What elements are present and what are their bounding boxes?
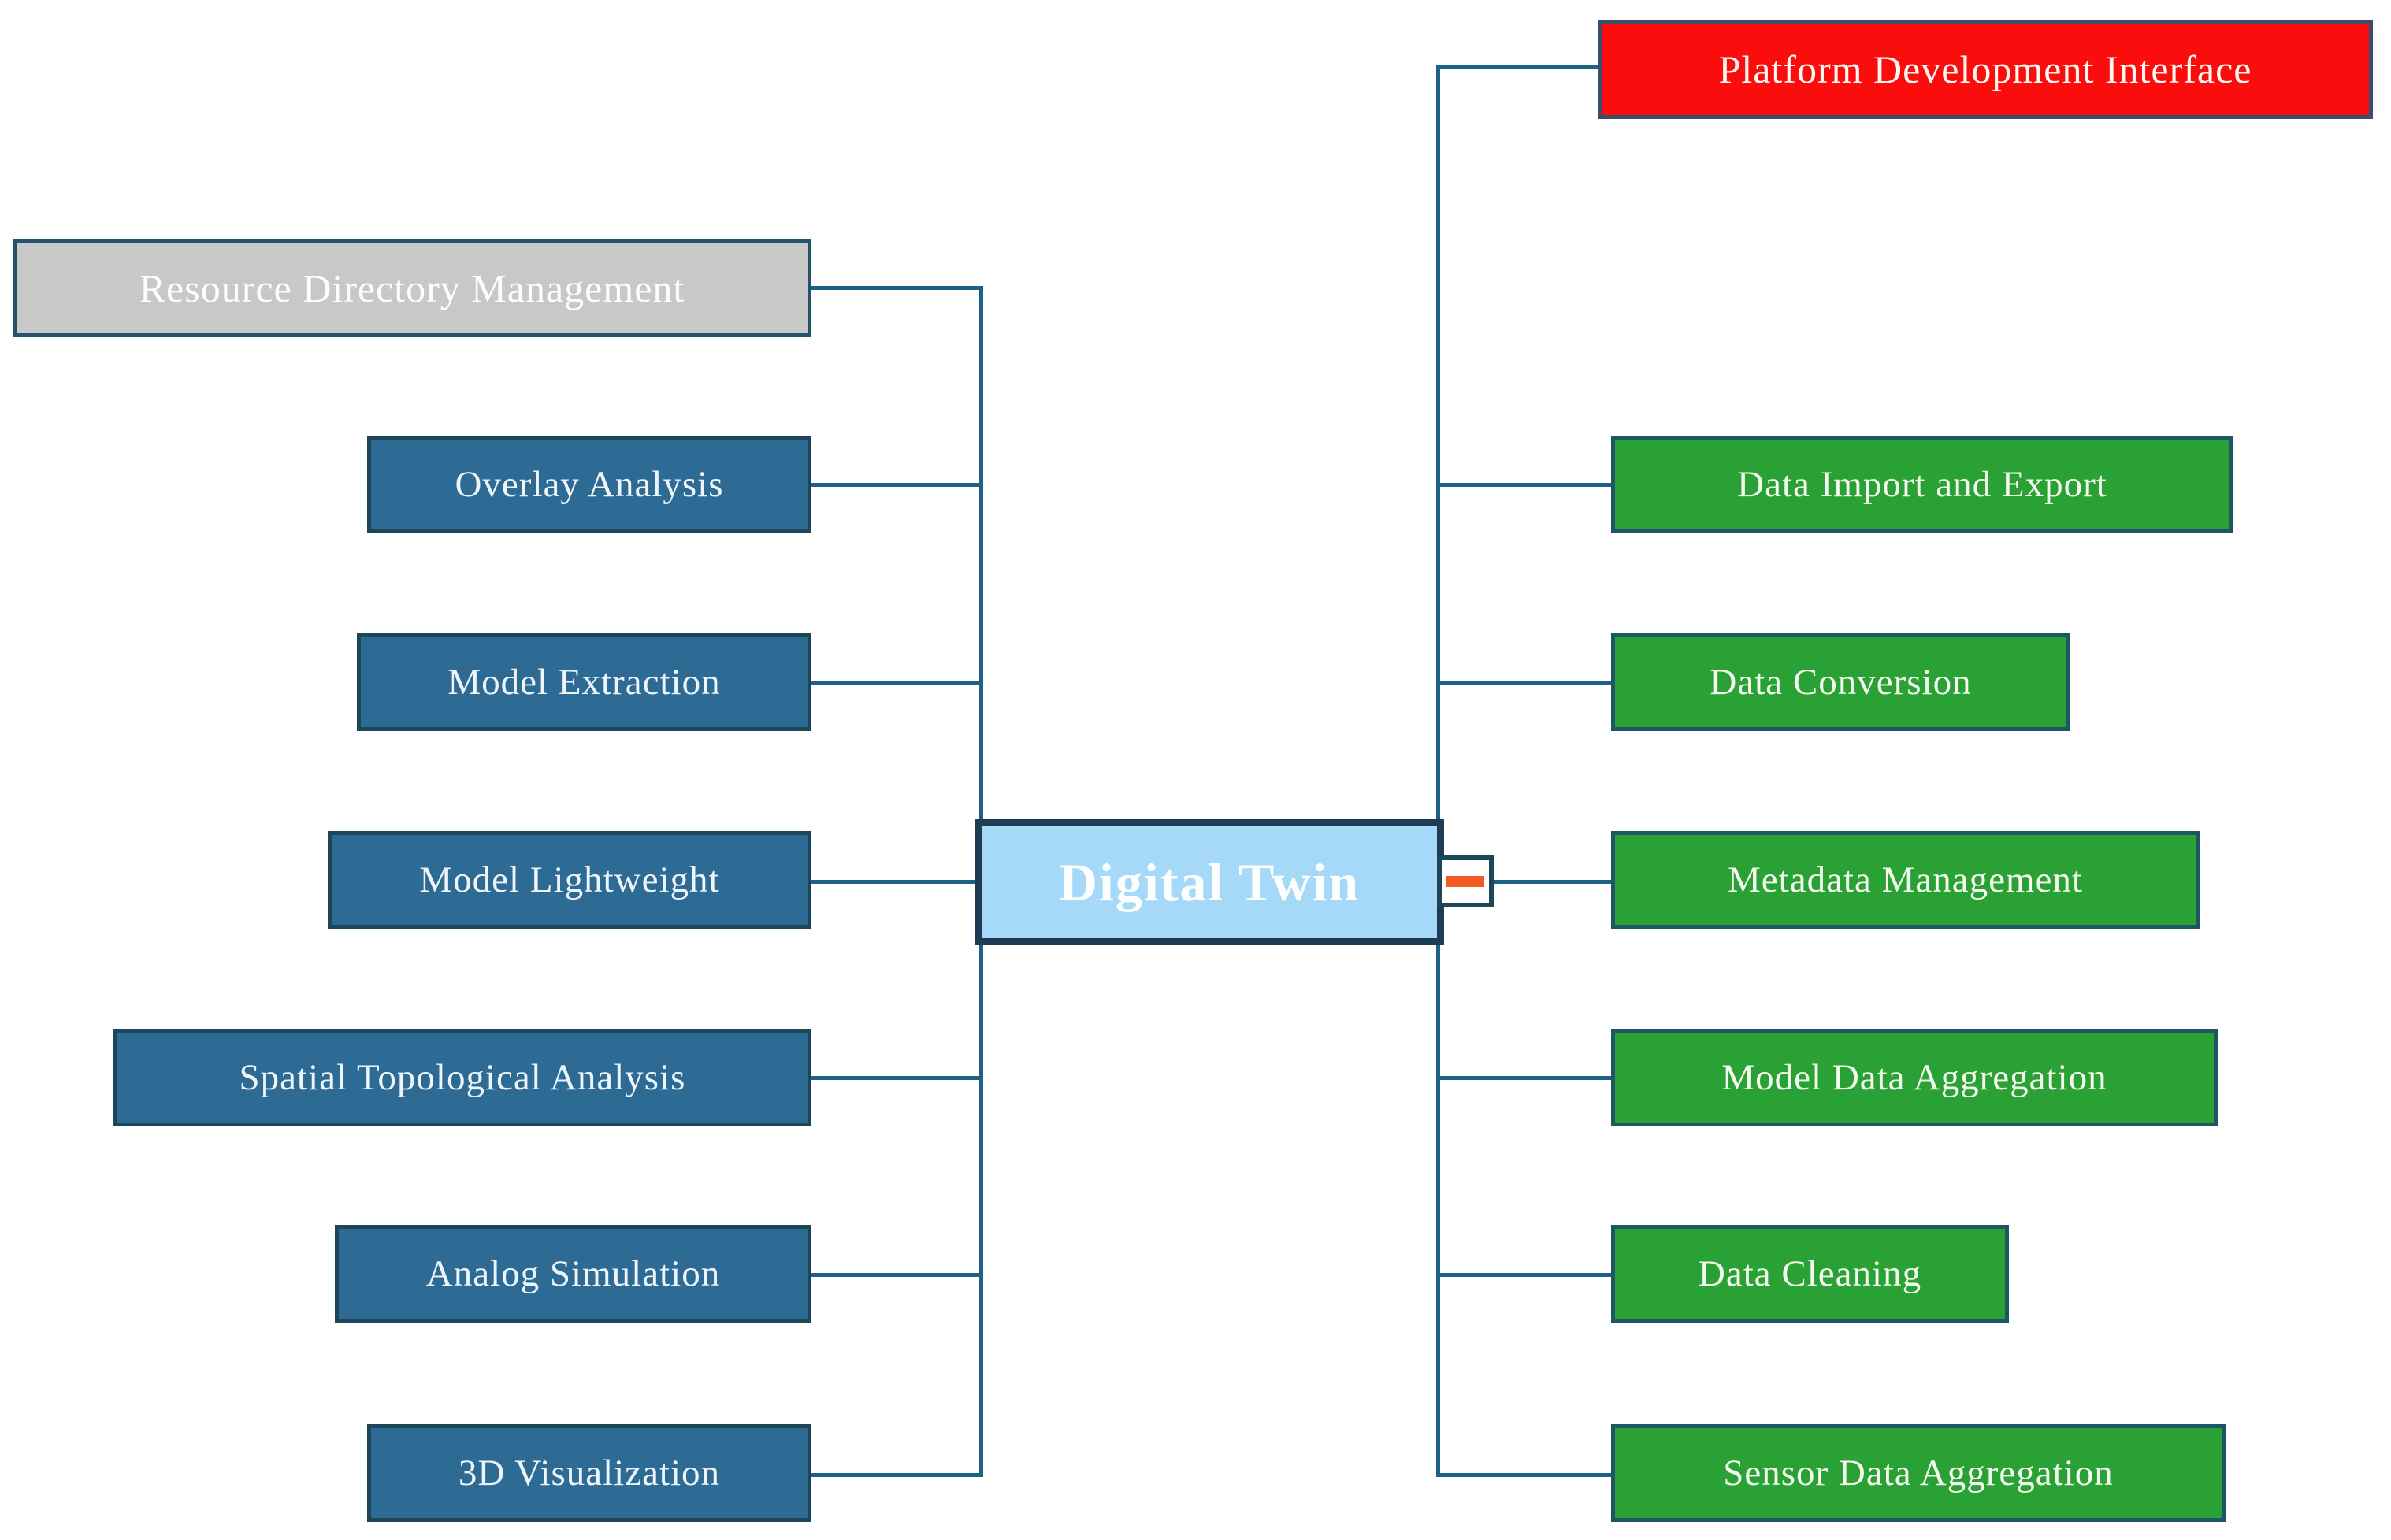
- connector-line: [810, 1076, 983, 1080]
- node-label: Resource Directory Management: [139, 266, 685, 310]
- node-overlay-analysis[interactable]: Overlay Analysis: [367, 436, 811, 533]
- connector-line: [1436, 65, 1599, 69]
- node-label: Model Lightweight: [419, 859, 720, 900]
- right-trunk-line: [1436, 65, 1440, 1477]
- node-metadata-management[interactable]: Metadata Management: [1611, 831, 2200, 929]
- minus-icon: [1446, 876, 1484, 887]
- node-label: Data Conversion: [1710, 662, 1972, 703]
- node-digital-twin[interactable]: Digital Twin: [975, 819, 1444, 945]
- connector-line: [1436, 483, 1611, 487]
- collapse-toggle-button[interactable]: [1437, 855, 1494, 907]
- node-spatial-topological-analysis[interactable]: Spatial Topological Analysis: [113, 1029, 811, 1126]
- node-data-import-and-export[interactable]: Data Import and Export: [1611, 436, 2233, 533]
- node-data-conversion[interactable]: Data Conversion: [1611, 633, 2070, 731]
- connector-line: [810, 1273, 983, 1277]
- connector-line: [1436, 1273, 1611, 1277]
- node-label: Overlay Analysis: [455, 464, 724, 505]
- node-label: Metadata Management: [1728, 859, 2083, 900]
- node-platform-development-interface[interactable]: Platform Development Interface: [1598, 20, 2373, 119]
- connector-line: [1436, 1473, 1611, 1477]
- node-label: Analog Simulation: [425, 1253, 721, 1294]
- connector-line: [810, 286, 983, 290]
- node-model-data-aggregation[interactable]: Model Data Aggregation: [1611, 1029, 2218, 1126]
- node-analog-simulation[interactable]: Analog Simulation: [335, 1225, 811, 1323]
- node-label: 3D Visualization: [458, 1453, 721, 1494]
- node-label: Model Data Aggregation: [1721, 1057, 2107, 1098]
- node-model-lightweight[interactable]: Model Lightweight: [328, 831, 811, 929]
- node-resource-directory-management[interactable]: Resource Directory Management: [13, 239, 811, 337]
- node-label: Platform Development Interface: [1718, 47, 2252, 91]
- connector-line: [810, 483, 983, 487]
- node-model-extraction[interactable]: Model Extraction: [357, 633, 811, 731]
- connector-line: [1436, 1076, 1611, 1080]
- connector-line: [1436, 681, 1611, 685]
- connector-line: [1491, 880, 1611, 884]
- connector-line: [810, 1473, 983, 1477]
- node-3d-visualization[interactable]: 3D Visualization: [367, 1424, 811, 1522]
- node-label: Model Extraction: [447, 662, 721, 703]
- node-label: Sensor Data Aggregation: [1723, 1453, 2114, 1494]
- node-label: Data Import and Export: [1737, 464, 2107, 505]
- node-sensor-data-aggregation[interactable]: Sensor Data Aggregation: [1611, 1424, 2226, 1522]
- node-label: Data Cleaning: [1698, 1253, 1922, 1294]
- central-node-label: Digital Twin: [1058, 852, 1361, 912]
- node-data-cleaning[interactable]: Data Cleaning: [1611, 1225, 2009, 1323]
- connector-line: [810, 681, 983, 685]
- node-label: Spatial Topological Analysis: [239, 1057, 686, 1098]
- connector-line: [810, 880, 983, 884]
